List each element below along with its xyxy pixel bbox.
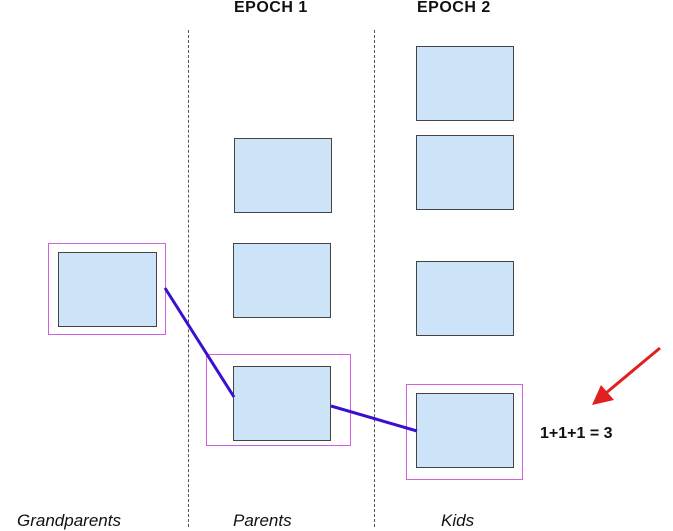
kid-box-4: [416, 393, 514, 468]
epoch-1-header: EPOCH 1: [234, 0, 308, 16]
red-arrow-icon: [592, 346, 661, 405]
parents-label: Parents: [233, 511, 292, 530]
parent-to-kid-line: [330, 404, 418, 433]
kid-box-1: [416, 46, 514, 121]
kid-box-2: [416, 135, 514, 210]
grandparents-label: Grandparents: [17, 511, 121, 530]
epoch-1-divider: [188, 30, 189, 527]
parent-box-3: [233, 366, 331, 441]
epoch-2-divider: [374, 30, 375, 527]
parent-box-2: [233, 243, 331, 318]
parent-box-1: [234, 138, 332, 213]
parent-highlight: [206, 354, 351, 446]
equation-label: 1+1+1 = 3: [540, 425, 613, 442]
kids-label: Kids: [441, 511, 475, 530]
epoch-2-header: EPOCH 2: [417, 0, 491, 16]
grandparent-to-parent-line: [163, 287, 236, 398]
grandparent-box: [58, 252, 157, 327]
kid-highlight: [406, 384, 523, 480]
kid-box-3: [416, 261, 514, 336]
